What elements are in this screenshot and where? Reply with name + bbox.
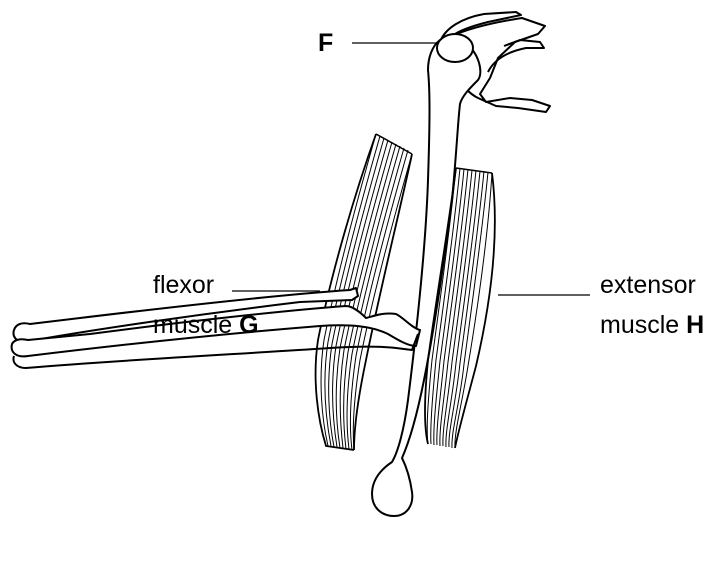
humerus-bone (372, 38, 480, 516)
label-g-letter: G (239, 311, 258, 339)
label-h-line1: extensor (600, 269, 696, 301)
humerus-head (437, 34, 473, 62)
label-h-word1: extensor (600, 271, 696, 299)
label-g-word2: muscle (153, 311, 232, 339)
label-g-line2: muscle G (153, 309, 259, 341)
label-h-letter: H (686, 311, 704, 339)
label-h-line2: muscle H (600, 309, 704, 341)
label-f: F (318, 27, 333, 59)
label-h-word2: muscle (600, 311, 679, 339)
label-f-letter: F (318, 29, 333, 57)
label-g-word1: flexor (153, 271, 214, 299)
label-g-line1: flexor (153, 269, 214, 301)
